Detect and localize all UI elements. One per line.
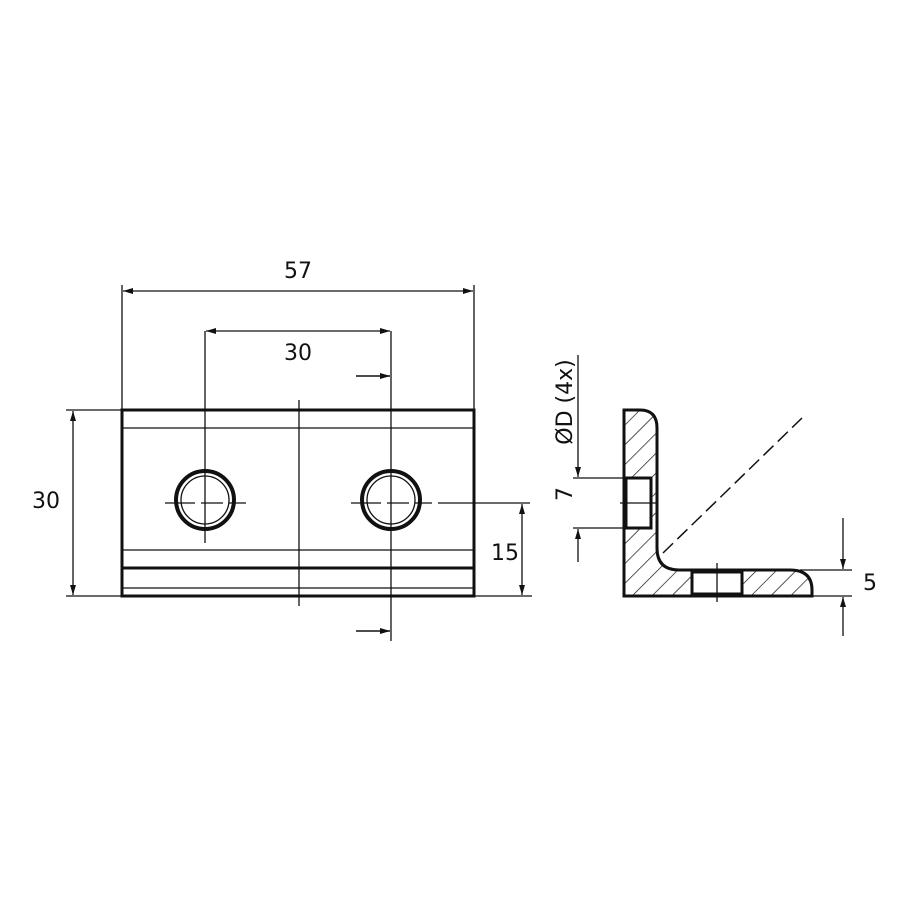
dim-thickness: 5 [863,571,877,596]
front-view: 57 30 30 15 [32,259,532,641]
dim-hole-diameter: ØD (4x) [553,359,578,444]
dim-height: 30 [32,489,60,514]
side-section-view: ØD (4x) 7 5 [553,355,877,636]
hole-right [351,331,530,641]
dim-hole-spacing: 30 [284,341,312,366]
symmetry-line [662,417,803,554]
dim-hole-depth: 7 [553,487,578,501]
dim-hole-height: 15 [491,541,519,566]
angle-profile [622,408,814,598]
dim-overall-width: 57 [284,259,312,284]
hole-left [165,331,246,543]
